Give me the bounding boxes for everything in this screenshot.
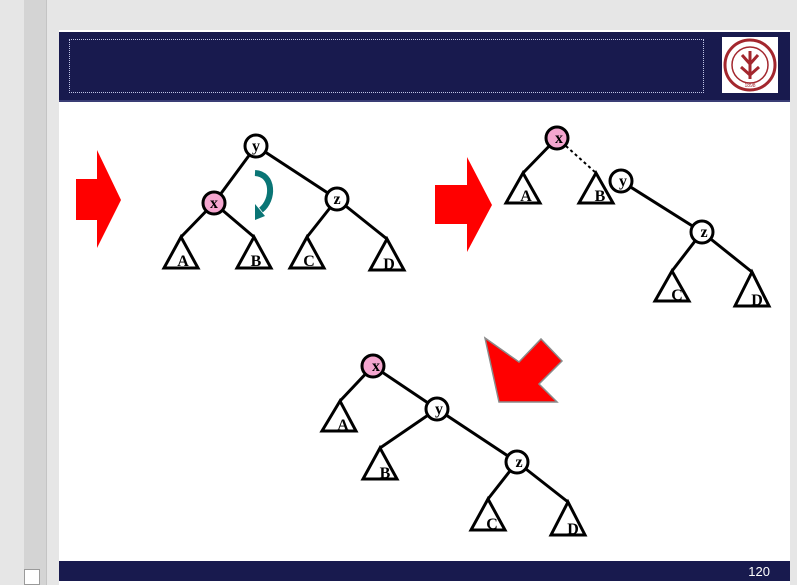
left-gutter [0,0,24,585]
university-seal-icon: 1898 [722,37,778,93]
subtree-D: D [548,498,588,538]
tree-rotation-diagram: A B C D y x z [76,125,772,538]
logo-year: 1898 [744,83,755,89]
header-rule [59,100,790,102]
node-y: y [243,133,269,159]
subtree-C: C [652,267,692,304]
subtree-B: B [360,444,400,482]
subtree-C: C [468,495,508,533]
tree-during-rotation: A B C D x y z [503,125,772,309]
svg-text:y: y [252,138,260,155]
svg-text:A: A [177,253,189,270]
node-x: x [360,353,386,379]
down-left-arrow-icon [483,336,564,403]
subtree-A: A [503,169,543,205]
subtree-A: A [319,397,359,434]
subtree-A: A [161,233,201,270]
subtree-B: B [234,233,274,270]
svg-text:z: z [515,454,522,471]
svg-text:y: y [435,401,443,418]
svg-text:y: y [619,173,627,190]
svg-text:x: x [210,195,218,212]
svg-text:B: B [251,253,262,270]
svg-text:z: z [700,224,707,241]
node-z: z [689,219,715,245]
svg-text:C: C [303,253,315,270]
rotate-arrow-head [255,204,265,220]
subtree-D: D [732,268,772,309]
right-arrow-icon [76,150,121,248]
node-x: x [544,125,570,151]
svg-text:D: D [383,256,395,273]
svg-text:D: D [567,521,579,538]
svg-text:C: C [671,287,683,304]
slide-header: 1898 [59,32,790,100]
subtree-D: D [367,235,407,273]
node-y: y [608,168,634,194]
title-placeholder[interactable] [69,39,704,93]
node-z: z [504,449,530,475]
svg-text:B: B [595,188,606,205]
node-y: y [424,396,450,422]
node-x: x [201,190,227,216]
scroll-box[interactable] [24,569,40,585]
tree-before-rotation: A B C D y x z [161,133,407,273]
page-number: 120 [748,564,770,579]
thumbnail-scroll-strip[interactable] [24,0,47,585]
subtree-B: B [576,169,616,205]
tree-after-rotation: A B C D x y z [319,353,588,538]
svg-text:C: C [486,516,498,533]
subtree-C: C [287,233,327,270]
svg-text:x: x [372,358,380,375]
right-arrow-icon [435,157,492,252]
svg-text:A: A [337,417,349,434]
slide: 1898 A B [59,30,790,585]
svg-text:x: x [555,130,563,147]
svg-text:z: z [333,191,340,208]
rotate-arrow-icon [254,170,273,213]
node-z: z [324,186,350,212]
svg-text:B: B [380,465,391,482]
slide-footer: 120 [59,561,790,581]
svg-text:D: D [751,292,763,309]
svg-text:A: A [520,188,532,205]
